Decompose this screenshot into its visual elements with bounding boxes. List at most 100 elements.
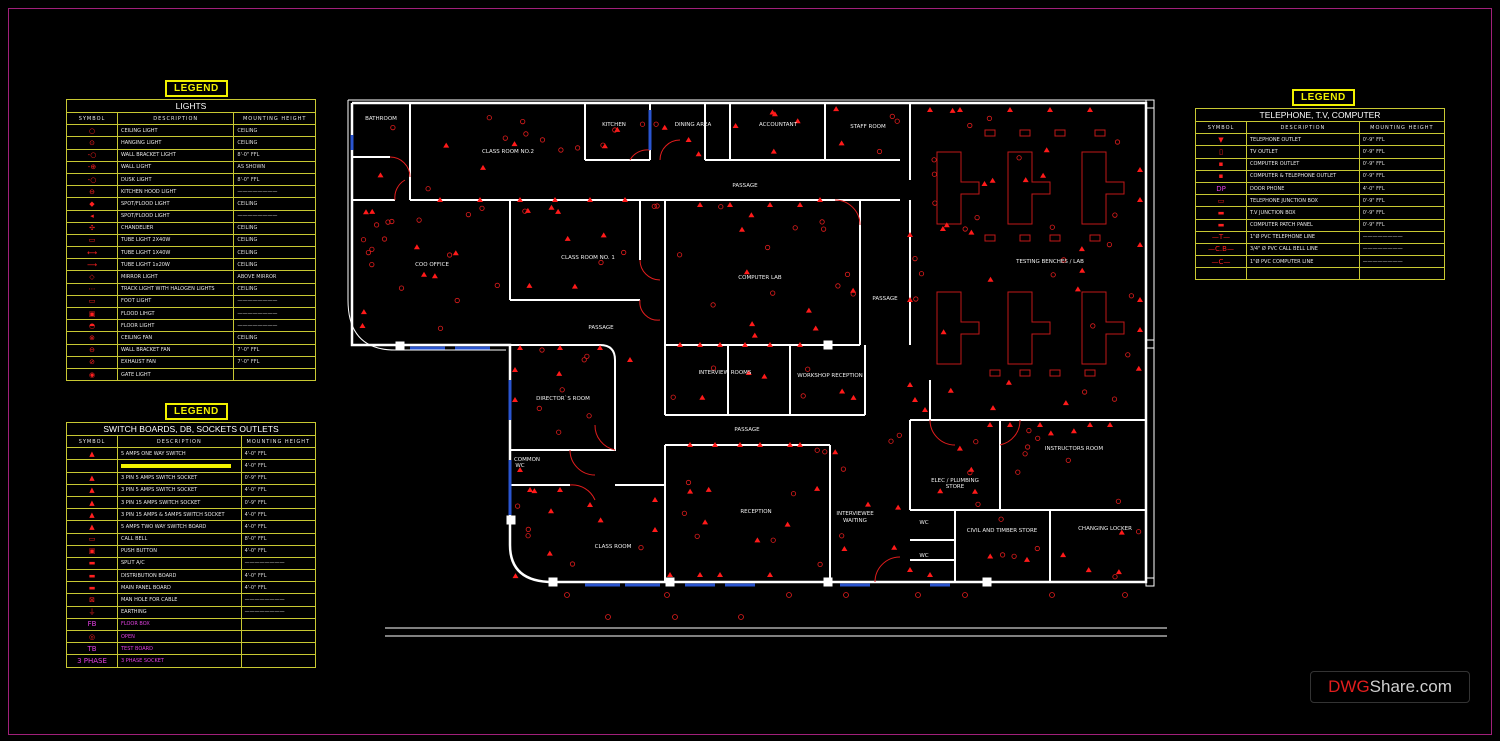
ceiling-light-icon [525, 526, 531, 533]
switch-socket-icon [814, 485, 821, 491]
ceiling-light-icon [1136, 529, 1142, 535]
room-label: CLASS ROOM NO. 1 [561, 255, 615, 261]
ceiling-light-icon [539, 347, 545, 353]
ceiling-light-icon [1022, 451, 1028, 457]
wall-socket-icon [627, 357, 633, 362]
switch-socket-icon [548, 204, 555, 210]
ceiling-light-icon [694, 533, 700, 539]
computer-outlet-icon [1094, 129, 1106, 137]
switch-socket-icon [981, 181, 988, 186]
ceiling-light-icon [1016, 155, 1022, 161]
wall-socket-icon [587, 502, 593, 507]
switch-socket-icon [1062, 400, 1069, 406]
wall-socket-icon [767, 572, 773, 577]
switch-socket-icon [363, 209, 369, 215]
room-label: ACCOUNTANT [759, 122, 798, 128]
wall-socket-icon [697, 572, 703, 577]
switch-socket-icon [512, 573, 519, 579]
ceiling-light-icon [365, 250, 371, 256]
wall-socket-icon [557, 487, 563, 492]
ceiling-light-icon [710, 365, 717, 371]
wall-socket-icon [597, 345, 603, 350]
ceiling-light-icon [360, 237, 367, 243]
wall-socket-icon [697, 202, 703, 207]
switch-socket-icon [968, 229, 975, 235]
ceiling-light-icon [670, 394, 676, 400]
ceiling-light-icon [685, 479, 692, 486]
switch-socket-icon [1085, 567, 1092, 573]
computer-outlet-icon [984, 129, 996, 137]
ceiling-light-icon [889, 113, 895, 120]
ceiling-light-icon [820, 226, 827, 232]
wall-socket-icon [922, 407, 928, 412]
legend-mounting-height [1358, 267, 1446, 281]
wall-socket-icon [727, 202, 733, 207]
legend-row: 4'-0" FFL [66, 459, 317, 473]
ceiling-light-icon [581, 357, 587, 363]
wall-socket-icon [517, 467, 523, 472]
ceiling-light-icon [986, 115, 993, 122]
ceiling-light-icon [819, 219, 825, 225]
legend-mounting-height [233, 367, 316, 382]
wall-socket-icon [767, 202, 773, 207]
room-label: TESTING BENCHES / LAB [1015, 259, 1084, 265]
wall-socket-icon [737, 442, 743, 447]
ceiling-light-icon [1082, 389, 1088, 395]
switch-socket-icon [369, 208, 376, 214]
switch-socket-icon [940, 329, 947, 335]
switch-socket-icon [833, 106, 840, 112]
switch-socket-icon [360, 309, 367, 315]
gate-light-icon [1122, 592, 1128, 598]
ceiling-light-icon [918, 271, 925, 277]
switch-socket-icon [748, 212, 755, 218]
ceiling-light-icon [1125, 352, 1131, 358]
wall-socket-icon [622, 197, 628, 202]
wall-socket-icon [652, 527, 658, 532]
switch-socket-icon [1070, 428, 1077, 434]
ceiling-light-icon [385, 219, 391, 225]
lights-legend-heading: LEGEND [165, 80, 228, 97]
switch-legend-heading: LEGEND [165, 403, 228, 420]
room-label: CLASS ROOM [595, 544, 632, 550]
switch-socket-icon [841, 546, 848, 551]
wall-socket-icon [907, 232, 913, 237]
wall-socket-icon [1137, 297, 1143, 302]
switch-socket-icon [1043, 147, 1050, 153]
switch-socket-icon [377, 172, 384, 178]
ceiling-light-icon [840, 466, 847, 472]
wall-socket-icon [652, 497, 658, 502]
ceiling-light-icon [639, 121, 646, 127]
computer-outlet-icon [1089, 234, 1101, 242]
room-label: PASSAGE [732, 183, 758, 189]
ceiling-light-icon [817, 561, 823, 568]
switch-socket-icon [531, 488, 538, 494]
room-label: ELEC / PLUMBING [931, 478, 979, 484]
ceiling-light-icon [912, 255, 918, 262]
switch-socket-icon [745, 370, 752, 375]
wall-socket-icon [557, 345, 563, 350]
legend-row: ▬SPLIT A/C———————— [66, 556, 317, 571]
switch-socket-icon [732, 123, 739, 128]
ceiling-light-icon [894, 118, 900, 124]
wall-socket-icon [717, 342, 723, 347]
room-label: CHANGING LOCKER [1078, 526, 1132, 532]
wall-socket-icon [712, 442, 718, 447]
switch-socket-icon [949, 107, 956, 113]
testing-bench [1081, 291, 1125, 365]
switch-socket-icon [1047, 430, 1054, 436]
gate-light-icon [738, 614, 744, 620]
yellow-line-symbol [121, 463, 231, 468]
switch-socket-icon [832, 449, 839, 455]
ceiling-light-icon [621, 249, 627, 256]
switch-socket-icon [1024, 556, 1030, 562]
gate-light-icon [605, 614, 611, 620]
wall-socket-icon [677, 342, 683, 347]
ceiling-light-icon [1035, 435, 1041, 441]
